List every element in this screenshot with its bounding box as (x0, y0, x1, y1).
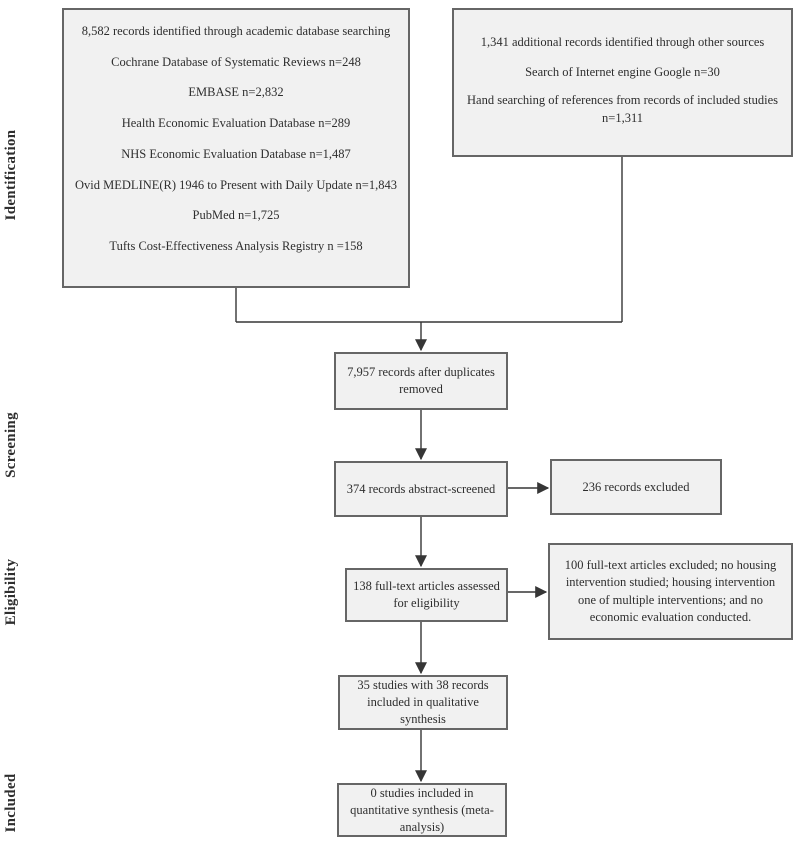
box-line: 7,957 records after duplicates (347, 365, 495, 379)
box-line: EMBASE n=2,832 (188, 85, 284, 100)
box-other-sources: 1,341 additional records identified thro… (452, 8, 793, 157)
box-line: Search of Internet engine Google n=30 (525, 65, 720, 79)
stage-label-included: Included (3, 773, 19, 833)
box-line: Tufts Cost-Effectiveness Analysis Regist… (109, 238, 363, 253)
box-duplicates-removed: 7,957 records after duplicates removed (334, 352, 508, 410)
box-fulltext-assessed: 138 full-text articles assessed for elig… (345, 568, 508, 622)
box-line: one of multiple interventions; and no (577, 592, 764, 607)
box-academic-search: 8,582 records identified through academi… (62, 8, 410, 288)
box-line: 138 full-text articles assessed (353, 579, 500, 593)
box-line: 236 records excluded (582, 479, 690, 494)
box-line: 0 studies included in (370, 785, 474, 800)
box-quantitative-synthesis: 0 studies included in quantitative synth… (337, 783, 507, 837)
box-line: economic evaluation conducted. (589, 610, 752, 624)
box-line: quantitative synthesis (meta- (350, 802, 494, 817)
box-line: for eligibility (393, 596, 460, 610)
elbow-merge-line (235, 157, 623, 323)
box-line: n=1,311 (602, 111, 643, 125)
box-line: Ovid MEDLINE(R) 1946 to Present with Dai… (75, 177, 397, 192)
box-line: Hand searching of references from record… (467, 93, 778, 107)
box-line: 374 records abstract-screened (346, 481, 496, 496)
box-line: included in qualitative (367, 695, 479, 709)
box-line: intervention studied; housing interventi… (565, 575, 776, 589)
box-line: analysis) (399, 819, 445, 834)
box-qualitative-synthesis: 35 studies with 38 records included in q… (338, 675, 508, 730)
box-line: removed (399, 382, 443, 396)
stage-label-screening: Screening (3, 412, 19, 478)
box-fulltext-excluded: 100 full-text articles excluded; no hous… (548, 543, 793, 640)
box-line: 1,341 additional records identified thro… (480, 35, 765, 49)
box-line: synthesis (400, 712, 446, 726)
box-line: 100 full-text articles excluded; no hous… (564, 557, 777, 572)
box-line: 8,582 records identified through academi… (81, 24, 391, 38)
box-records-excluded: 236 records excluded (550, 459, 722, 515)
stage-label-identification: Identification (3, 129, 19, 221)
box-line: 35 studies with 38 records (357, 678, 489, 692)
box-line: Cochrane Database of Systematic Reviews … (111, 54, 361, 69)
box-line: NHS Economic Evaluation Database n=1,487 (121, 146, 351, 161)
box-abstract-screened: 374 records abstract-screened (334, 461, 508, 517)
box-line: PubMed n=1,725 (192, 208, 280, 223)
stage-label-eligibility: Eligibility (3, 558, 19, 626)
box-line: Health Economic Evaluation Database n=28… (121, 116, 351, 131)
